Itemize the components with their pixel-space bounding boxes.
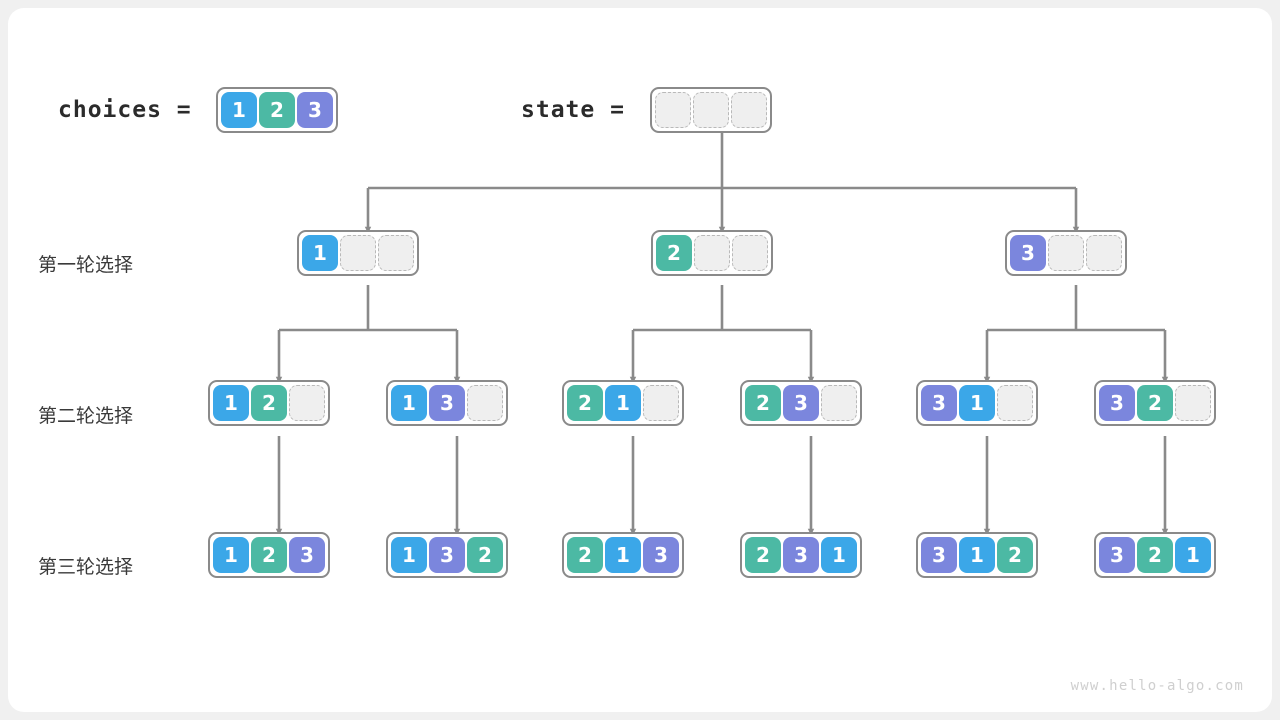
array-cell-value-2: 2 bbox=[1137, 385, 1173, 421]
array-cell-value-2: 2 bbox=[251, 537, 287, 573]
array-cell-value-1: 1 bbox=[605, 385, 641, 421]
array-cell-empty bbox=[1048, 235, 1084, 271]
array-cell-value-1: 1 bbox=[213, 385, 249, 421]
array-cell-value-3: 3 bbox=[921, 385, 957, 421]
array-cell-value-1: 1 bbox=[221, 92, 257, 128]
array-cell-value-2: 2 bbox=[467, 537, 503, 573]
array-cell-empty bbox=[1086, 235, 1122, 271]
array-cell-value-3: 3 bbox=[921, 537, 957, 573]
array-cell-empty bbox=[732, 235, 768, 271]
array-cell-value-2: 2 bbox=[656, 235, 692, 271]
array-cell-value-1: 1 bbox=[821, 537, 857, 573]
array-cell-value-1: 1 bbox=[959, 537, 995, 573]
array-cell-empty bbox=[655, 92, 691, 128]
array-cell-empty bbox=[1175, 385, 1211, 421]
array-cell-value-3: 3 bbox=[783, 385, 819, 421]
array-cell-value-3: 3 bbox=[429, 385, 465, 421]
tree-node-state-array: 2 bbox=[651, 230, 773, 276]
array-cell-value-1: 1 bbox=[391, 385, 427, 421]
array-cell-value-3: 3 bbox=[1099, 537, 1135, 573]
array-cell-value-1: 1 bbox=[302, 235, 338, 271]
array-cell-value-1: 1 bbox=[605, 537, 641, 573]
watermark: www.hello-algo.com bbox=[1070, 678, 1244, 694]
choices-label: choices = bbox=[58, 97, 192, 123]
array-cell-value-3: 3 bbox=[783, 537, 819, 573]
array-cell-value-2: 2 bbox=[259, 92, 295, 128]
row-label-round-1: 第一轮选择 bbox=[38, 254, 134, 276]
array-cell-value-1: 1 bbox=[959, 385, 995, 421]
row-label-round-2: 第二轮选择 bbox=[38, 405, 134, 427]
array-cell-value-3: 3 bbox=[1099, 385, 1135, 421]
array-cell-empty bbox=[340, 235, 376, 271]
array-cell-empty bbox=[821, 385, 857, 421]
row-label-round-3: 第三轮选择 bbox=[38, 556, 134, 578]
array-cell-value-2: 2 bbox=[745, 537, 781, 573]
array-cell-value-2: 2 bbox=[997, 537, 1033, 573]
array-cell-value-3: 3 bbox=[297, 92, 333, 128]
array-cell-empty bbox=[997, 385, 1033, 421]
array-cell-value-2: 2 bbox=[567, 537, 603, 573]
array-cell-value-3: 3 bbox=[289, 537, 325, 573]
array-cell-value-2: 2 bbox=[567, 385, 603, 421]
array-cell-value-2: 2 bbox=[1137, 537, 1173, 573]
array-cell-value-3: 3 bbox=[429, 537, 465, 573]
tree-node-state-array: 1 bbox=[297, 230, 419, 276]
array-cell-value-1: 1 bbox=[213, 537, 249, 573]
array-cell-empty bbox=[694, 235, 730, 271]
array-cell-empty bbox=[643, 385, 679, 421]
array-cell-empty bbox=[731, 92, 767, 128]
array-cell-value-2: 2 bbox=[251, 385, 287, 421]
array-cell-value-1: 1 bbox=[391, 537, 427, 573]
array-cell-empty bbox=[467, 385, 503, 421]
array-cell-empty bbox=[693, 92, 729, 128]
state-array bbox=[650, 87, 772, 133]
array-cell-empty bbox=[289, 385, 325, 421]
array-cell-value-2: 2 bbox=[745, 385, 781, 421]
state-label: state = bbox=[521, 97, 625, 123]
array-cell-value-3: 3 bbox=[1010, 235, 1046, 271]
array-cell-empty bbox=[378, 235, 414, 271]
array-cell-value-3: 3 bbox=[643, 537, 679, 573]
array-cell-value-1: 1 bbox=[1175, 537, 1211, 573]
tree-node-state-array: 3 bbox=[1005, 230, 1127, 276]
